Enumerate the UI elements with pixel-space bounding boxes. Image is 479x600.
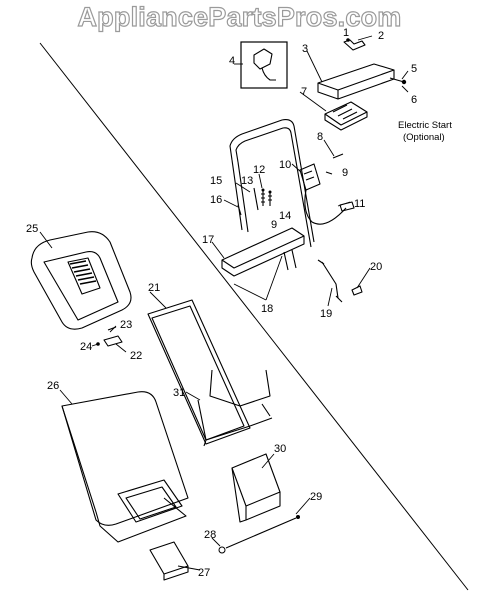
bolt-9: [325, 171, 333, 175]
callout-4: 4: [229, 55, 235, 67]
callout-26: 26: [47, 380, 59, 392]
hinge-parts: [96, 326, 123, 347]
callout-1: 1: [343, 27, 349, 39]
callout-13: 13: [241, 175, 253, 187]
leader-lines: [39, 35, 409, 571]
battery: [317, 63, 395, 100]
callout-27: 27: [198, 567, 210, 579]
callout-28: 28: [204, 529, 216, 541]
callout-17: 17: [202, 234, 214, 246]
callout-14: 14: [279, 210, 291, 222]
callout-31: 31: [173, 387, 185, 399]
callout-22: 22: [130, 350, 142, 362]
grass-bag: [61, 391, 189, 543]
deck-outline: [39, 42, 469, 591]
handle-bolts: [237, 187, 272, 216]
callout-15: 15: [210, 175, 222, 187]
upper-handle: [229, 119, 315, 248]
charger-box: [240, 41, 288, 89]
switch-bracket: [324, 101, 368, 131]
site-watermark: AppliancePartsPros.com: [77, 1, 402, 32]
callout-23: 23: [120, 319, 132, 331]
callout-5: 5: [411, 63, 417, 75]
callout-16: 16: [210, 194, 222, 206]
bolt-8: [332, 153, 344, 159]
note-line-1: Electric Start: [398, 120, 452, 131]
key-switch: [343, 38, 366, 51]
callout-9a: 9: [342, 167, 348, 179]
charger-icon: [253, 48, 276, 81]
discharge-chute: [231, 453, 281, 523]
rear-cover: [30, 231, 132, 330]
callout-24: 24: [80, 341, 92, 353]
mulch-plug: [149, 541, 189, 581]
terminal-bolt: [389, 77, 407, 85]
callout-21: 21: [148, 282, 160, 294]
callout-2: 2: [378, 30, 384, 42]
callout-11: 11: [354, 198, 365, 210]
callout-20: 20: [370, 261, 382, 273]
control-box: [299, 163, 321, 191]
callout-8: 8: [317, 131, 323, 143]
rod-assembly: [218, 515, 300, 554]
lower-handle: [221, 227, 305, 277]
callout-25: 25: [26, 223, 38, 235]
callout-19: 19: [320, 308, 332, 320]
cable: [304, 189, 347, 225]
callout-30: 30: [274, 443, 286, 455]
bag-frame: [147, 299, 273, 447]
callout-12: 12: [253, 164, 265, 176]
callout-3: 3: [302, 43, 308, 55]
note-line-2: (Optional): [403, 132, 445, 143]
throttle-cable: [317, 259, 343, 303]
callout-18: 18: [261, 303, 273, 315]
callout-6: 6: [411, 94, 417, 106]
callout-10: 10: [279, 159, 291, 171]
callout-29: 29: [310, 491, 322, 503]
callout-9b: 9: [271, 219, 277, 231]
callout-7: 7: [301, 86, 307, 98]
